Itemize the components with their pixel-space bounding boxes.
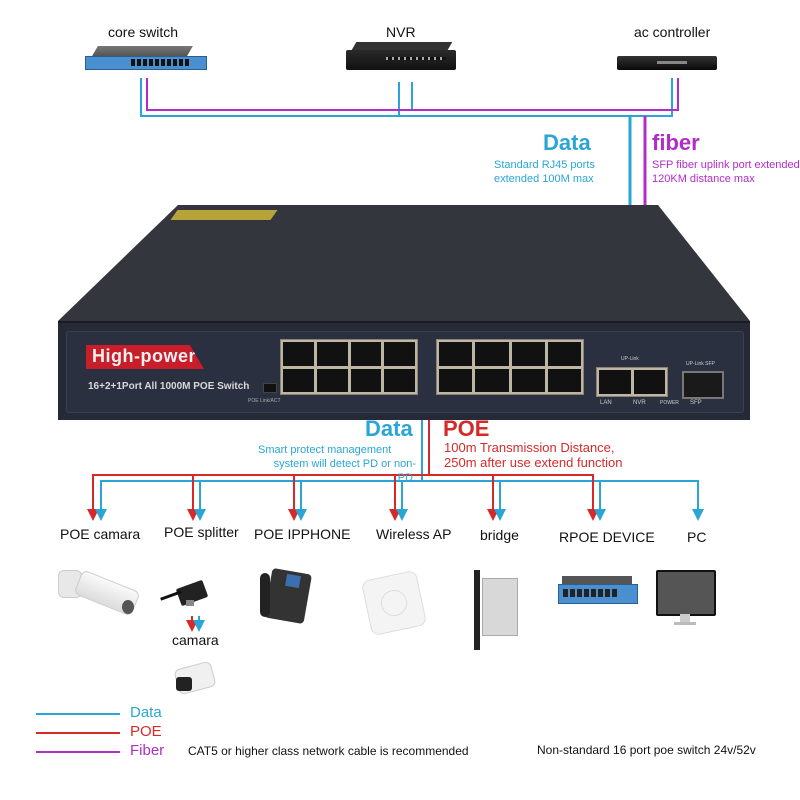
sfp-port-label: SFP bbox=[690, 400, 702, 406]
top-data-bus bbox=[140, 78, 673, 117]
poe-port-block-2 bbox=[436, 339, 584, 395]
rj45-port[interactable] bbox=[350, 368, 382, 392]
uplink-group-label: UP-Link bbox=[621, 356, 639, 362]
downlink-poe-desc-line2: 250m after use extend function bbox=[444, 455, 623, 470]
rj45-port[interactable] bbox=[633, 370, 665, 394]
rj45-port[interactable] bbox=[475, 342, 509, 366]
sfp-port[interactable] bbox=[682, 371, 724, 399]
rj45-port[interactable] bbox=[384, 368, 415, 392]
rj45-port[interactable] bbox=[316, 342, 348, 366]
poe-splitter-icon bbox=[158, 570, 209, 615]
data-bus bbox=[100, 480, 699, 515]
poe-port-block-1 bbox=[280, 339, 418, 395]
cable-note: CAT5 or higher class network cable is re… bbox=[188, 744, 469, 758]
downlink-data-desc: Smart protect management system will det… bbox=[258, 443, 416, 485]
rj45-port[interactable] bbox=[599, 370, 631, 394]
high-power-text: High-power bbox=[92, 346, 196, 366]
uplink-port-block bbox=[596, 367, 668, 397]
downlink-data-desc-line2: system will detect PD or non-PD. bbox=[273, 458, 416, 484]
uplink-data-title: Data bbox=[543, 130, 591, 155]
downlink-poe-desc: 100m Transmission Distance, 250m after u… bbox=[444, 440, 623, 470]
uplink-fiber-title: fiber bbox=[652, 130, 700, 155]
device-label-poe-ipphone: POE IPPHONE bbox=[254, 526, 351, 542]
ip-phone-icon bbox=[260, 565, 313, 625]
nvr-label: NVR bbox=[386, 24, 416, 40]
legend-line-data bbox=[36, 713, 120, 715]
device-label-wireless-ap: Wireless AP bbox=[376, 526, 452, 542]
device-label-poe-splitter: POE splitter bbox=[164, 524, 239, 540]
device-label-bridge: bridge bbox=[480, 527, 519, 543]
switch-top-lid bbox=[58, 203, 750, 323]
rpoe-device-icon bbox=[558, 576, 638, 604]
high-power-badge: High-power bbox=[86, 345, 204, 369]
downlink-poe-desc-line1: 100m Transmission Distance, bbox=[444, 440, 615, 455]
warning-sticker bbox=[170, 210, 278, 220]
legend-label-poe: POE bbox=[130, 723, 162, 740]
device-label-poe-camera: POE camara bbox=[60, 526, 141, 542]
rj45-port[interactable] bbox=[511, 342, 545, 366]
legend-line-poe bbox=[36, 732, 120, 734]
pc-monitor-icon bbox=[656, 570, 716, 628]
ipc-lan-switch[interactable] bbox=[263, 383, 277, 393]
uplink-data-desc-line1: Standard RJ45 ports bbox=[494, 159, 595, 171]
sfp-label: UP-Link SFP bbox=[686, 361, 715, 367]
rj45-port[interactable] bbox=[439, 342, 473, 366]
bridge-icon bbox=[468, 570, 522, 650]
core-switch-icon bbox=[85, 46, 207, 70]
uplink-fiber-desc: SFP fiber uplink port extended 120KM dis… bbox=[652, 158, 800, 186]
device-label-pc: PC bbox=[687, 529, 707, 545]
uplink-fiber-desc-line2: 120KM distance max bbox=[652, 173, 755, 185]
wireless-ap-icon bbox=[360, 569, 428, 637]
poe-link-label: POE Link/ACT bbox=[248, 398, 281, 404]
switch-front-panel: High-power 16+2+1Port All 1000M POE Swit… bbox=[58, 321, 750, 420]
downlink-data-title: Data bbox=[365, 416, 413, 441]
lan-label: LAN bbox=[600, 400, 612, 406]
rj45-port[interactable] bbox=[283, 342, 314, 366]
splitter-camera-icon bbox=[170, 655, 218, 700]
uplink-data-desc-line2: extended 100M max bbox=[494, 173, 594, 185]
core-switch-label: core switch bbox=[108, 24, 179, 40]
power-label: POWER bbox=[660, 400, 679, 406]
uplink-data-desc: Standard RJ45 ports extended 100M max bbox=[494, 158, 595, 186]
rj45-port[interactable] bbox=[547, 368, 581, 392]
legend-line-fiber bbox=[36, 751, 120, 753]
device-label-rpoe-device: RPOE DEVICE bbox=[559, 529, 655, 545]
poe-camera-icon bbox=[58, 569, 141, 620]
legend-label-fiber: Fiber bbox=[130, 742, 165, 759]
switch-model-text: 16+2+1Port All 1000M POE Switch bbox=[88, 381, 250, 392]
product-note: Non-standard 16 port poe switch 24v/52v bbox=[537, 743, 756, 757]
rj45-port[interactable] bbox=[547, 342, 581, 366]
poe-switch: High-power 16+2+1Port All 1000M POE Swit… bbox=[58, 203, 750, 420]
legend-label-data: Data bbox=[130, 704, 162, 721]
nvr-icon bbox=[346, 42, 456, 70]
rj45-port[interactable] bbox=[316, 368, 348, 392]
nvr-port-label: NVR bbox=[633, 400, 646, 406]
legend: Data POE Fiber bbox=[36, 704, 186, 764]
top-fiber-bus bbox=[146, 78, 679, 111]
downlink-data-desc-line1: Smart protect management bbox=[258, 444, 392, 456]
ac-controller-label: ac controller bbox=[634, 24, 711, 40]
splitter-output-label: camara bbox=[172, 632, 219, 648]
rj45-port[interactable] bbox=[283, 368, 314, 392]
ac-controller-icon bbox=[617, 56, 717, 70]
rj45-port[interactable] bbox=[475, 368, 509, 392]
rj45-port[interactable] bbox=[384, 342, 415, 366]
downlink-poe-title: POE bbox=[443, 416, 490, 441]
uplink-fiber-desc-line1: SFP fiber uplink port extended bbox=[652, 159, 800, 171]
rj45-port[interactable] bbox=[511, 368, 545, 392]
rj45-port[interactable] bbox=[350, 342, 382, 366]
rj45-port[interactable] bbox=[439, 368, 473, 392]
